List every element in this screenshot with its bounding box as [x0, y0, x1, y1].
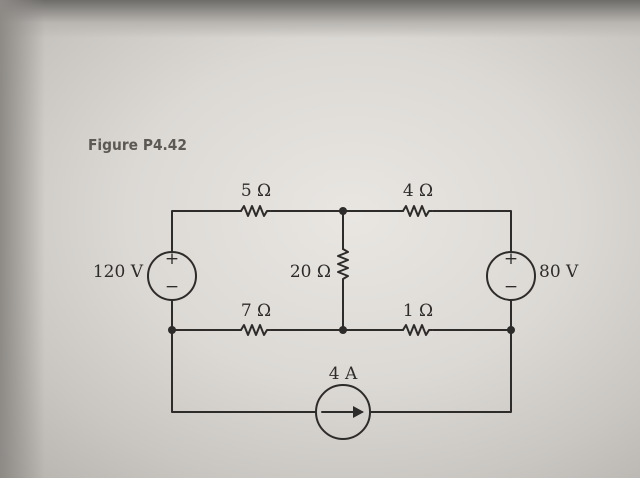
wire-top-right — [432, 210, 512, 253]
wire-bottom-right — [432, 299, 512, 331]
node-bottom-middle — [339, 326, 347, 334]
voltage-source-80v — [486, 251, 536, 301]
label-4a: 4 A — [329, 364, 358, 384]
wire-top-left — [171, 210, 242, 253]
label-4-ohm: 4 Ω — [403, 181, 433, 201]
plus-sign-right: + — [504, 249, 518, 269]
label-80v: 80 V — [539, 262, 579, 282]
page-shadow-top — [0, 0, 640, 38]
figure-label: Figure P4.42 — [88, 136, 188, 154]
resistor-7-ohm — [240, 324, 271, 336]
label-7-ohm: 7 Ω — [241, 301, 271, 321]
current-arrowhead-icon — [353, 406, 364, 418]
resistor-4-ohm — [402, 205, 433, 217]
node-bottom-right — [507, 326, 515, 334]
label-120v: 120 V — [93, 262, 144, 282]
node-bottom-left — [168, 326, 176, 334]
current-source-4a — [315, 384, 371, 440]
minus-sign-right: − — [504, 277, 518, 297]
page-shadow-left — [0, 0, 45, 478]
label-5-ohm: 5 Ω — [241, 181, 271, 201]
voltage-source-120v — [147, 251, 197, 301]
node-top-middle — [339, 207, 347, 215]
label-1-ohm: 1 Ω — [403, 301, 433, 321]
wire-current-loop — [171, 329, 512, 413]
resistor-1-ohm — [402, 324, 433, 336]
minus-sign-left: − — [165, 277, 179, 297]
resistor-5-ohm — [240, 205, 271, 217]
label-20-ohm: 20 Ω — [290, 262, 331, 282]
resistor-20-ohm — [337, 248, 349, 284]
plus-sign-left: + — [165, 249, 179, 269]
wire-left-lower — [171, 299, 242, 331]
